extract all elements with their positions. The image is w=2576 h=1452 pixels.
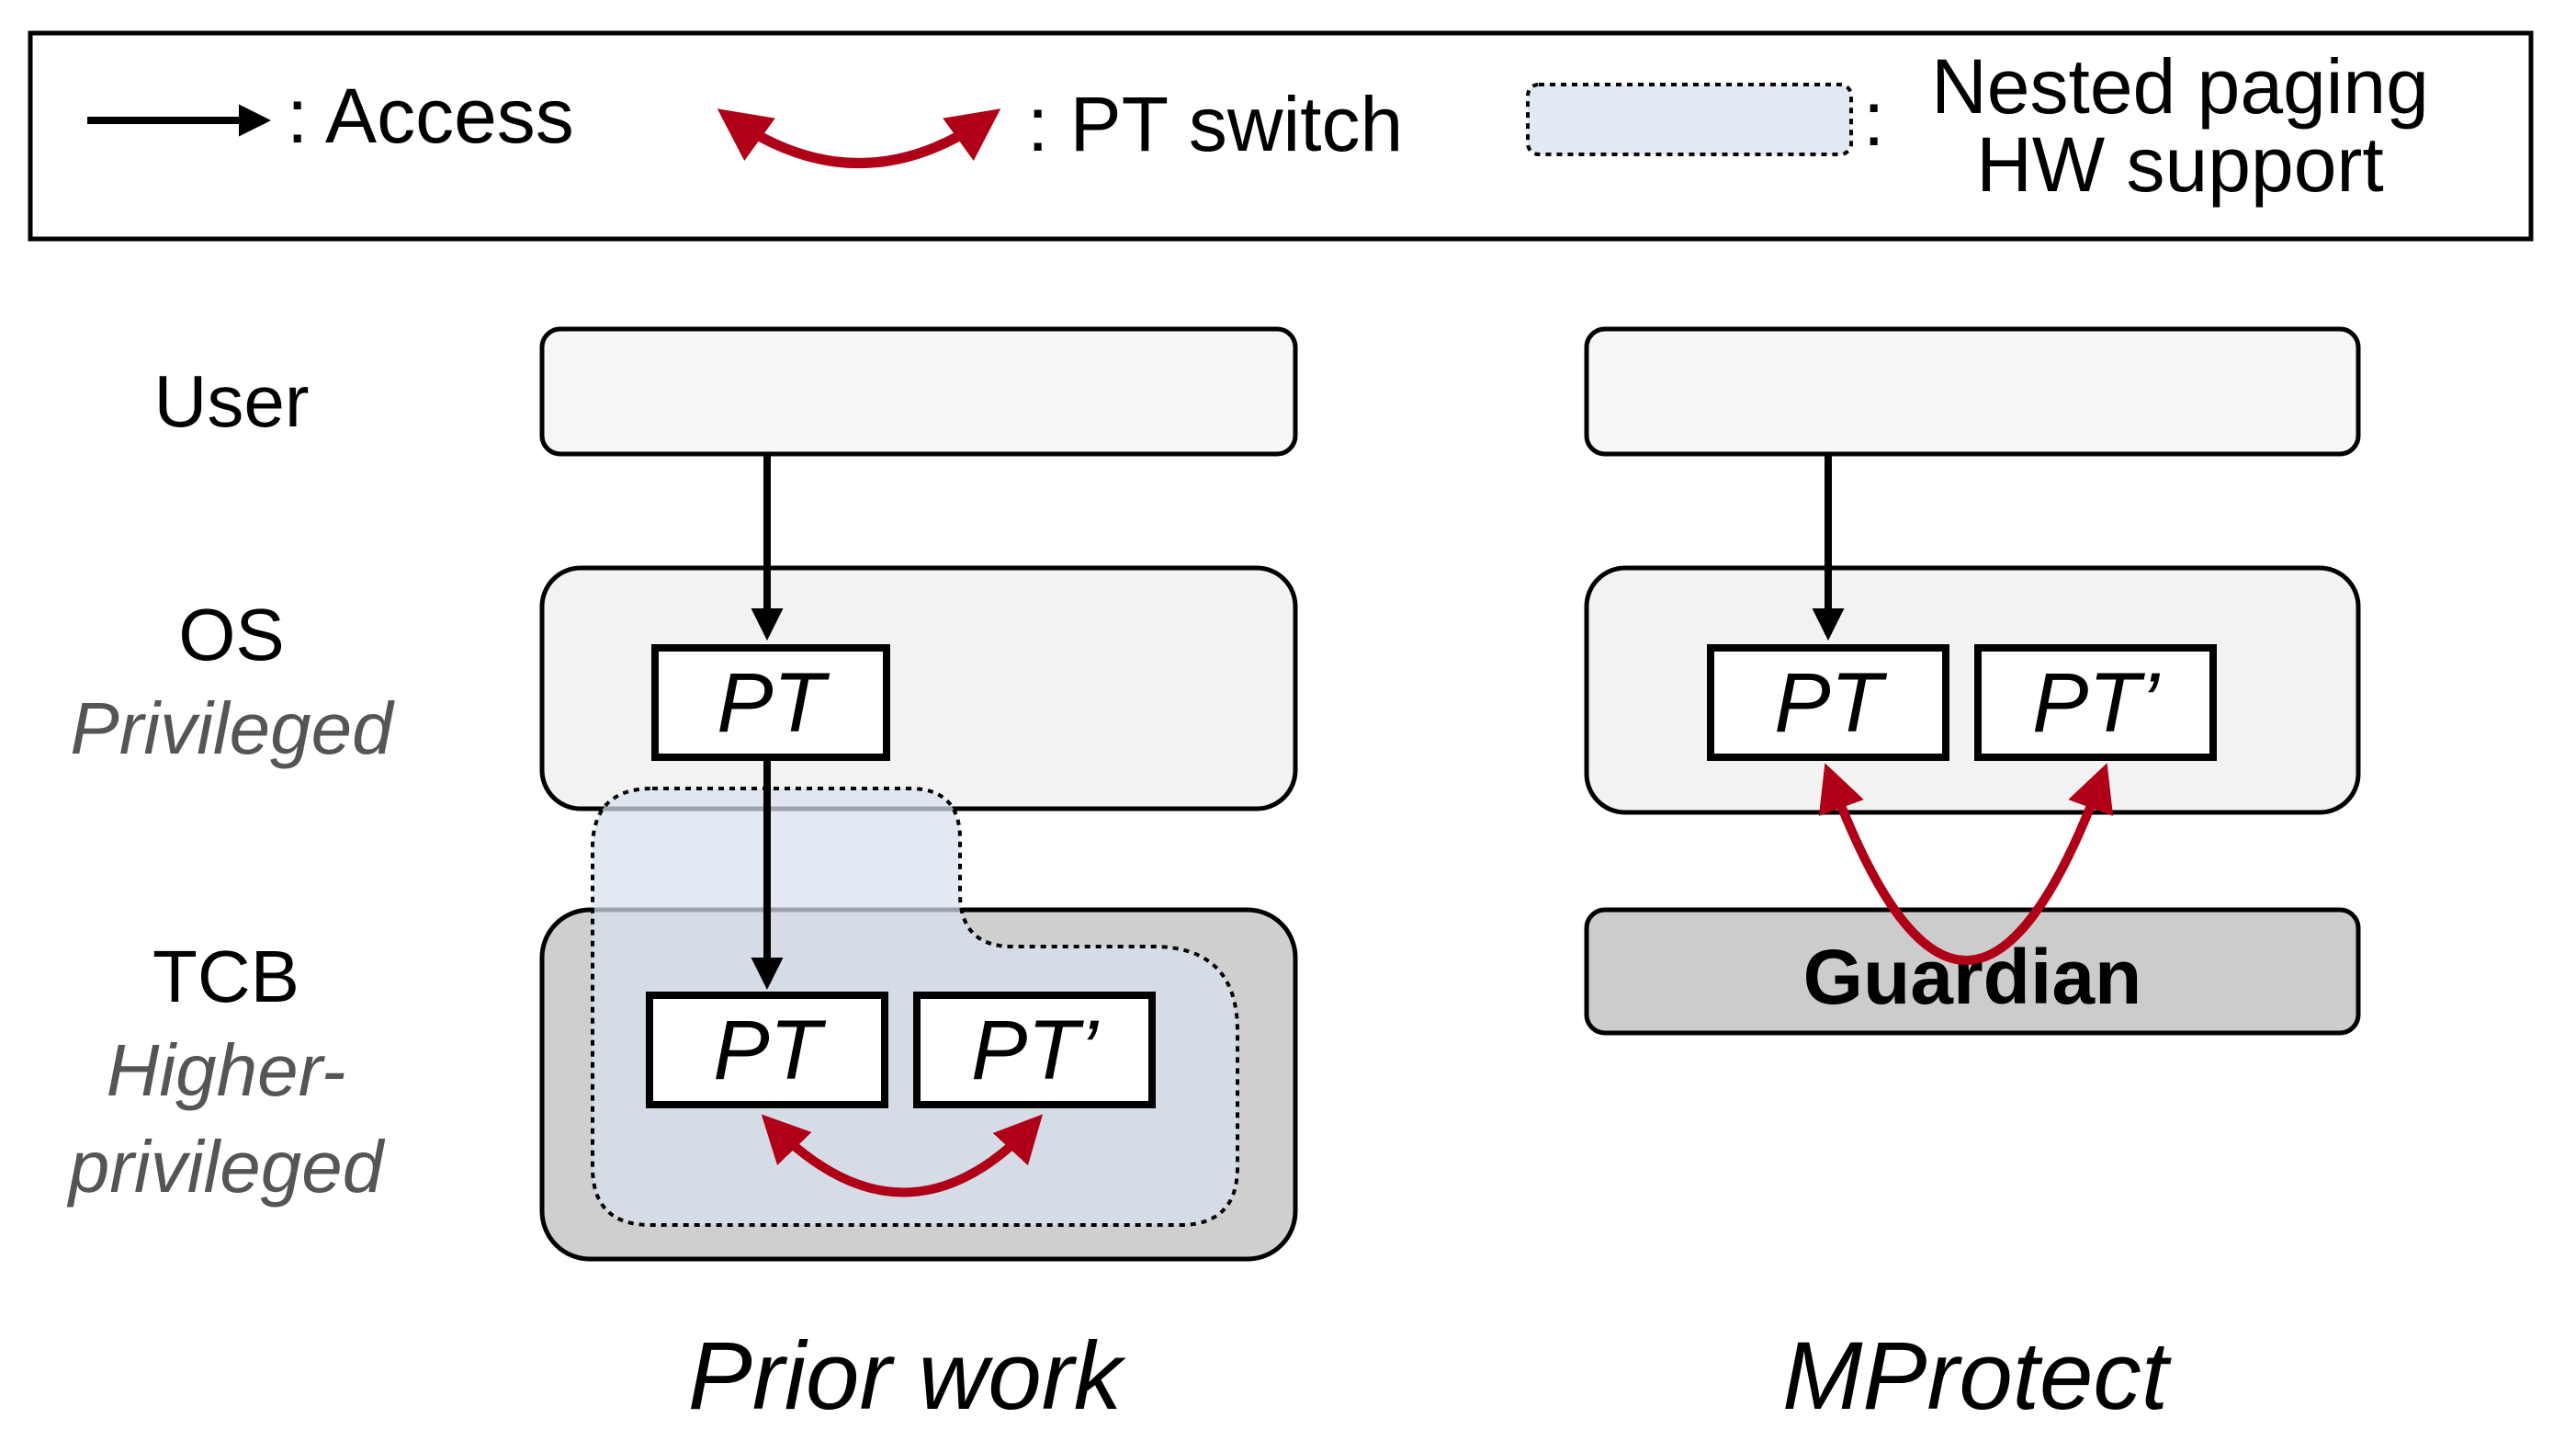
mprotect-guardian-label: Guardian [1803,934,2142,1020]
legend-frame [28,30,2534,242]
prior-user-box [539,326,1298,457]
prior-work-caption: Prior work [688,1322,1126,1430]
row-label-tcb: TCB [153,936,299,1017]
mprotect-pt-box [1707,644,1949,761]
prior-tcb-pt-label: PT [713,1004,826,1097]
legend-nested-colon: : [1863,75,1884,162]
mprotect-pt-prime-box [1974,644,2217,761]
mprotect-pt-switch-arrow [1818,763,2114,965]
mprotect-pt-label: PT [1774,656,1887,750]
prior-os-pt-box [651,644,890,761]
legend-nested-line2: HW support [1976,121,2383,208]
mprotect-os-box [1584,565,2361,815]
legend-switch-label: : PT switch [1027,81,1403,167]
legend-nested-swatch [1526,83,1853,156]
row-label-os-sub: Privileged [70,687,395,769]
row-label-tcb-sub1: Higher- [107,1029,346,1111]
row-label-tcb-sub2: privileged [67,1126,386,1208]
row-labels: User OS Privileged TCB Higher- privilege… [67,360,395,1208]
mprotect-caption: MProtect [1782,1322,2172,1430]
mprotect-guardian-box [1584,907,2361,1036]
row-label-user: User [154,360,310,442]
mprotect-column: Guardian PT PT’ MProtect [1584,326,2361,1430]
legend: : Access : PT switch : Nested paging HW … [28,30,2534,242]
prior-tcb-pt-box [646,992,888,1108]
prior-tcb-pt-prime-box [913,992,1156,1108]
legend-access-label: : Access [287,73,574,159]
prior-tcb-pt-prime-label: PT’ [971,1004,1100,1097]
prior-pt-switch-arrow [761,1114,1044,1197]
prior-os-pt-label: PT [717,656,830,750]
mprotect-user-box [1584,326,2361,457]
prior-work-column: PT PT PT’ Prior work [539,326,1298,1430]
row-label-os: OS [178,594,285,675]
legend-switch-arrow [717,108,1001,168]
legend-nested-line1: Nested paging [1931,43,2429,130]
mprotect-pt-prime-label: PT’ [2032,656,2161,750]
